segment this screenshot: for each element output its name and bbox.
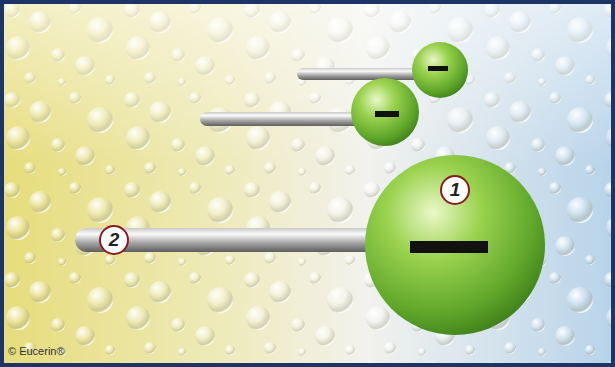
lipophilic-tail: [297, 68, 427, 80]
callout-number: 2: [99, 225, 129, 255]
callout-circle: [100, 226, 128, 254]
copyright-note: © Eucerin®: [8, 345, 65, 357]
hydrophilic-head: [365, 155, 545, 335]
callout-number: 1: [440, 175, 470, 205]
hydrophilic-head: [412, 42, 468, 98]
minus-sign: [410, 241, 488, 253]
hydrophilic-head: [351, 78, 419, 146]
lipophilic-tail: [200, 112, 370, 126]
minus-sign: [375, 111, 399, 117]
minus-sign: [428, 66, 448, 71]
callout-circle: [441, 176, 469, 204]
